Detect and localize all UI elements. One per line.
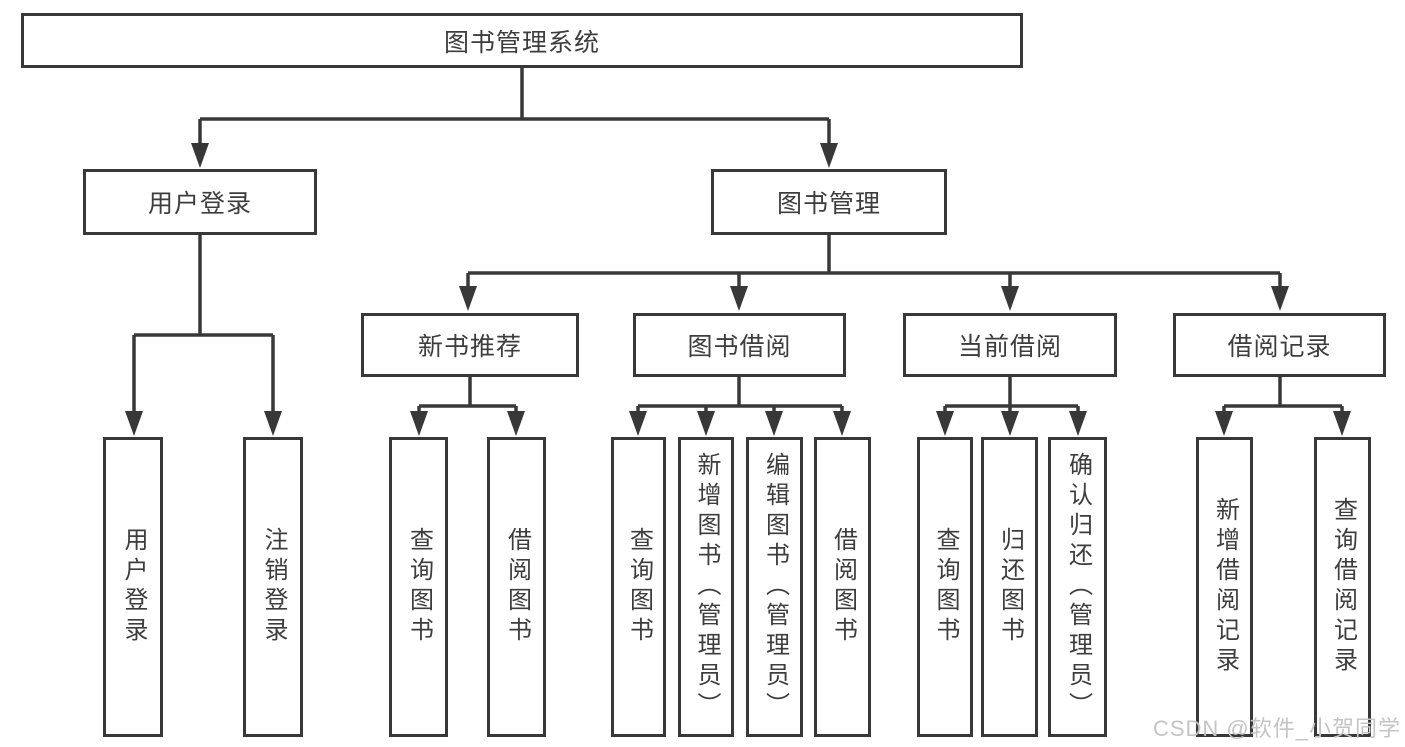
leaf-label: 归还图书 [996,527,1024,647]
node-label: 用户登录 [147,190,252,218]
node-current-borrowing: 当前借阅 [903,313,1117,377]
leaf-label: 新增图书（管理员） [693,452,720,722]
leaf-add-borrow-record: 新增借阅记录 [1196,437,1253,737]
leaf-logout: 注销登录 [243,437,303,737]
leaf-user-login: 用户登录 [103,437,163,737]
node-library-management-system: 图书管理系统 [21,13,1023,68]
leaf-label: 编辑图书（管理员） [761,452,789,722]
leaf-query-borrow-record: 查询借阅记录 [1314,437,1371,737]
leaf-label: 借阅图书 [503,527,531,647]
leaf-query-books-current: 查询图书 [917,437,973,737]
node-borrow-records: 借阅记录 [1173,313,1386,377]
leaf-query-books-borrowing: 查询图书 [611,437,666,737]
leaf-label: 注销登录 [260,527,287,647]
csdn-watermark: CSDN @软件_小贺同学 [1152,716,1401,741]
leaf-add-books-admin: 新增图书（管理员） [678,437,734,737]
node-label: 借阅记录 [1227,333,1332,361]
node-label: 图书借阅 [687,333,792,361]
leaf-return-books: 归还图书 [981,437,1038,737]
node-label: 当前借阅 [957,333,1062,361]
leaf-label: 用户登录 [120,527,147,647]
leaf-label: 查询借阅记录 [1329,497,1357,677]
leaf-borrow-books-newbooks: 借阅图书 [487,437,546,737]
node-new-book-recommend: 新书推荐 [361,313,579,377]
leaf-label: 新增借阅记录 [1211,497,1239,677]
leaf-label: 确认归还（管理员） [1064,452,1092,722]
leaf-query-books-newbooks: 查询图书 [389,437,448,737]
node-label: 图书管理系统 [443,28,600,57]
node-user-login: 用户登录 [83,169,317,235]
leaf-borrow-books-borrowing: 借阅图书 [814,437,871,737]
leaf-label: 查询图书 [625,527,653,647]
leaf-confirm-return-admin: 确认归还（管理员） [1048,437,1107,737]
node-book-management: 图书管理 [711,169,947,235]
node-label: 新书推荐 [417,333,522,361]
node-label: 图书管理 [776,190,881,218]
leaf-edit-books-admin: 编辑图书（管理员） [746,437,803,737]
node-book-borrowing: 图书借阅 [633,313,846,377]
leaf-label: 查询图书 [932,527,959,647]
leaf-label: 借阅图书 [829,527,857,647]
leaf-label: 查询图书 [405,527,433,647]
